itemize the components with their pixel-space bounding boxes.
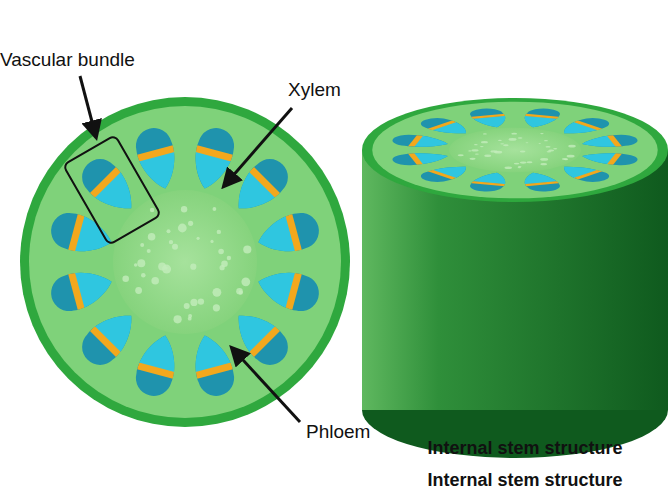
- leader-line: [224, 108, 292, 186]
- part-label: Phloem: [306, 422, 370, 443]
- part-label: Vascular bundle: [0, 50, 135, 71]
- stem-cylinder: [362, 98, 668, 458]
- figure-label: Internal stem structure: [427, 438, 622, 459]
- leader-line: [232, 348, 300, 422]
- bundle-bracket: [63, 135, 161, 245]
- leader-line: [80, 76, 96, 137]
- caption: Internal stem structure: [427, 470, 622, 491]
- part-label: Xylem: [288, 80, 341, 101]
- cross-section: [20, 97, 350, 427]
